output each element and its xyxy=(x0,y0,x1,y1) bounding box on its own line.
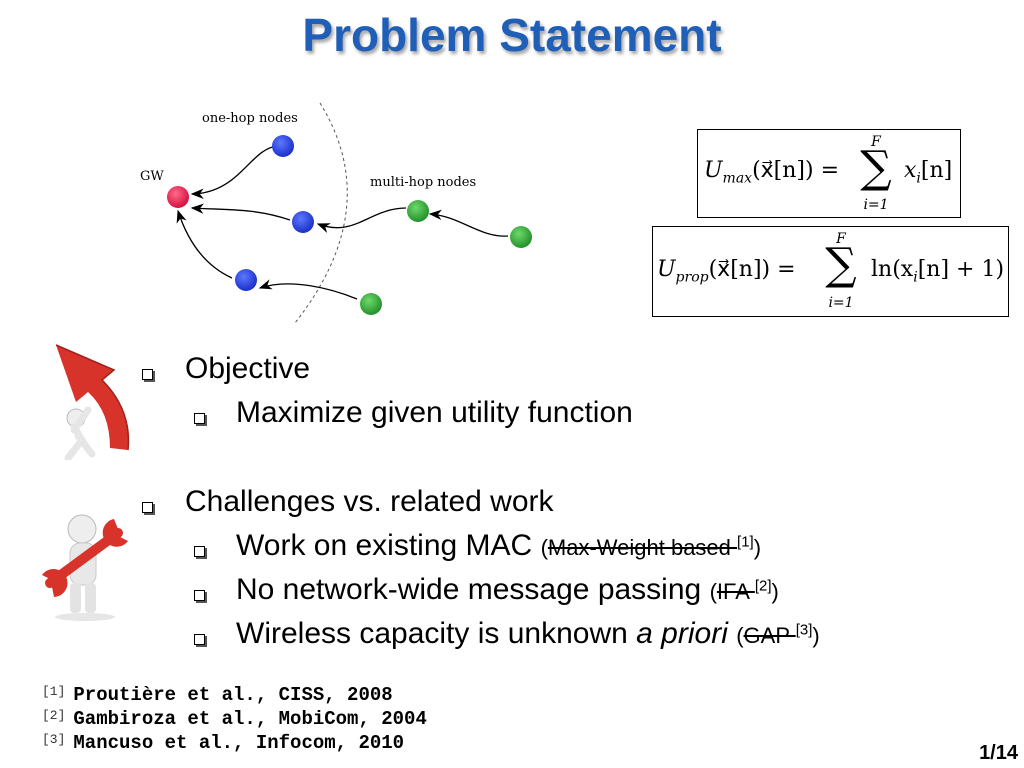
ref-marker: [3] xyxy=(795,621,813,639)
paren-close: ) xyxy=(771,579,779,604)
umax-lhs: U xyxy=(704,158,723,183)
one-hop-node xyxy=(272,135,294,157)
umax-summand: x xyxy=(904,158,917,183)
paren-open: ( xyxy=(709,579,717,604)
multi-hop-label: multi-hop nodes xyxy=(370,175,476,190)
gateway-node xyxy=(167,186,189,208)
reference-number: [1] xyxy=(42,684,66,699)
gw-label: GW xyxy=(140,169,164,184)
ref-marker: [2] xyxy=(754,577,772,595)
uprop-summand-tail: [n] + 1) xyxy=(917,257,1005,282)
umax-lhs-sub: max xyxy=(722,170,753,187)
ref-marker: [1] xyxy=(737,533,754,551)
max-weight-strike: Max-Weight based xyxy=(547,535,738,560)
uprop-sum-top: F xyxy=(836,231,846,247)
reference-item: [2] Gambiroza et al., MobiCom, 2004 xyxy=(42,708,427,730)
person-pushing-arrow-icon xyxy=(55,344,130,460)
a-priori-text: a priori xyxy=(636,617,728,650)
reference-number: [3] xyxy=(42,732,66,747)
link-multihop1-onehop2 xyxy=(316,207,407,233)
one-hop-node xyxy=(235,269,257,291)
square-bullet-icon xyxy=(194,546,205,557)
umax-args: (x⃗[n]) = xyxy=(752,158,840,183)
paren-open: ( xyxy=(540,535,548,560)
umax-sum-top: F xyxy=(871,134,881,150)
umax-summand-sub: i xyxy=(916,170,921,187)
link-onehop2-gw xyxy=(190,203,291,221)
umax-summand-tail: [n] xyxy=(920,158,953,183)
challenge-capacity-text: Wireless capacity is unknown xyxy=(236,617,637,650)
ifa-strike: IFA xyxy=(716,579,755,604)
uprop-args: (x⃗[n]) = xyxy=(708,257,796,282)
uprop-lhs: U xyxy=(657,257,676,282)
reference-item: [3] Mancuso et al., Infocom, 2010 xyxy=(42,732,404,754)
person-holding-wrench-icon xyxy=(42,514,128,621)
square-bullet-icon xyxy=(142,502,153,513)
gap-strike: GAP xyxy=(743,623,796,648)
uprop-sum-bottom: i=1 xyxy=(828,295,854,311)
slide-title: Problem Statement xyxy=(302,9,722,61)
umax-sum-bottom: i=1 xyxy=(863,197,889,213)
challenges-text: Challenges vs. related work xyxy=(185,485,554,518)
objective-text: Objective xyxy=(185,352,311,385)
uprop-summand-sub: i xyxy=(913,269,918,286)
paren-close: ) xyxy=(753,535,762,560)
square-bullet-icon xyxy=(194,413,205,424)
uprop-equation: Uprop(x⃗[n]) = F ∑ i=1 ln(xi[n] + 1) xyxy=(652,226,1009,317)
link-onehop1-gw xyxy=(190,145,279,199)
reference-text: Mancuso et al., Infocom, 2010 xyxy=(73,732,405,754)
reference-number: [2] xyxy=(42,708,66,723)
objective-sub-text: Maximize given utility function xyxy=(236,396,633,429)
square-bullet-icon xyxy=(142,369,153,380)
link-multihop2-multihop1 xyxy=(428,209,509,237)
paren-close: ) xyxy=(812,623,820,648)
square-bullet-icon xyxy=(194,590,205,601)
link-onehop3-gw xyxy=(176,209,233,279)
reference-text: Proutière et al., CISS, 2008 xyxy=(73,684,393,706)
one-hop-label: one-hop nodes xyxy=(202,111,298,126)
multi-hop-node xyxy=(407,200,429,222)
network-diagram: GW one-hop nodes multi-hop nodes xyxy=(140,102,532,324)
umax-equation: Umax(x⃗[n]) = F ∑ i=1 xi[n] xyxy=(697,129,961,218)
page-number: 1/14 xyxy=(979,742,1018,764)
square-bullet-icon xyxy=(194,634,205,645)
multi-hop-node xyxy=(510,226,532,248)
reference-item: [1] Proutière et al., CISS, 2008 xyxy=(42,684,393,706)
challenge-message-text: No network-wide message passing xyxy=(236,573,702,606)
uprop-summand-head: ln(x xyxy=(871,257,914,282)
multi-hop-node xyxy=(360,293,382,315)
link-multihop3-onehop3 xyxy=(258,279,358,300)
reference-text: Gambiroza et al., MobiCom, 2004 xyxy=(73,708,427,730)
one-hop-node xyxy=(292,211,314,233)
paren-open: ( xyxy=(736,623,744,648)
uprop-lhs-sub: prop xyxy=(675,269,709,286)
challenge-mac-text: Work on existing MAC xyxy=(236,529,533,562)
